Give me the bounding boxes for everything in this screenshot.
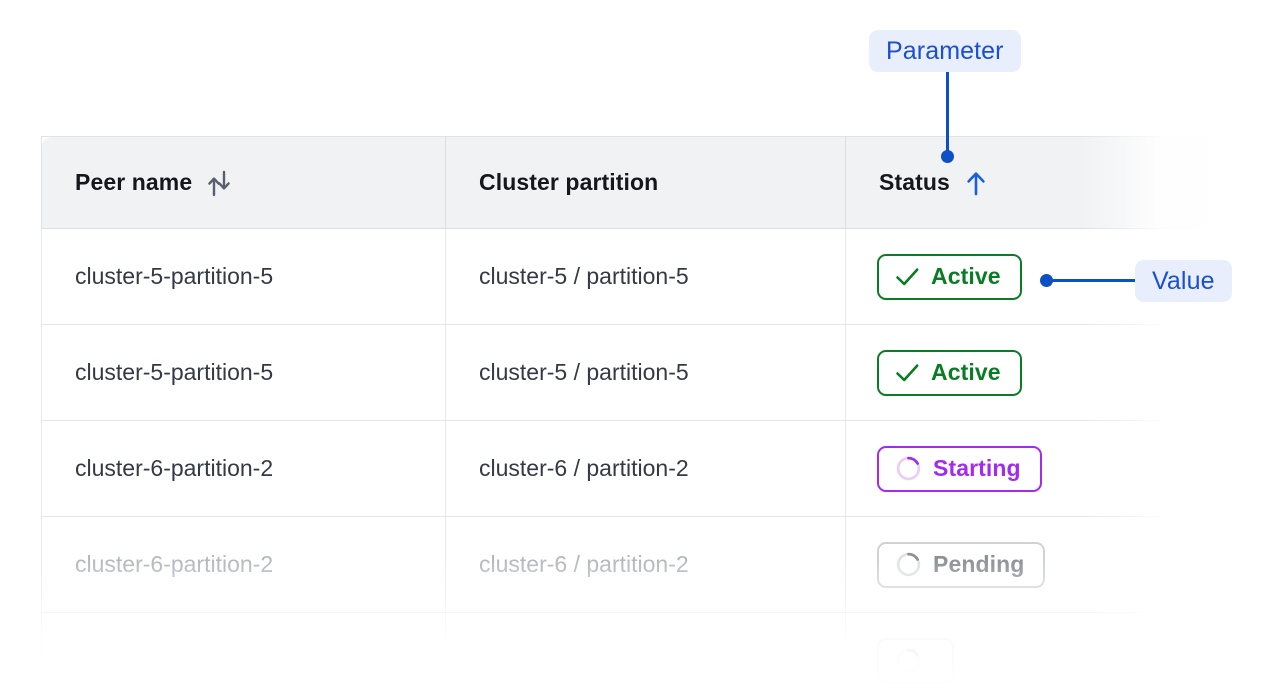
cell-cluster-partition: cluster-5 / partition-5 [445, 324, 846, 421]
table-body: cluster-5-partition-5 cluster-5 / partit… [41, 228, 1231, 688]
cell-status: Active [845, 324, 1231, 421]
table-row[interactable]: cluster-6-partition-2 cluster-6 / partit… [41, 420, 1231, 517]
value-callout: Value [1135, 260, 1232, 302]
column-header-cluster-partition-label: Cluster partition [479, 169, 659, 195]
parameter-connector-dot [941, 150, 954, 163]
sort-both-icon[interactable] [206, 168, 232, 198]
column-header-status[interactable]: Status [845, 136, 1231, 229]
value-connector-dot [1040, 274, 1053, 287]
cell-peer-name [41, 612, 446, 688]
cell-status: Pending [845, 516, 1231, 613]
peers-table-container: Peer name [41, 136, 1231, 688]
peers-table: Peer name [41, 136, 1231, 688]
table-header: Peer name [41, 136, 1231, 229]
column-header-peer-name[interactable]: Peer name [41, 136, 446, 229]
cell-peer-name: cluster-5-partition-5 [41, 228, 446, 325]
cell-peer-name: cluster-5-partition-5 [41, 324, 446, 421]
parameter-connector-line [946, 72, 949, 156]
status-badge-label: Starting [933, 455, 1021, 481]
cell-cluster-partition: cluster-6 / partition-2 [445, 420, 846, 517]
status-badge-label: Active [931, 359, 1001, 385]
cell-cluster-partition: cluster-6 / partition-2 [445, 516, 846, 613]
cell-peer-name: cluster-6-partition-2 [41, 420, 446, 517]
table-row[interactable]: cluster-5-partition-5 cluster-5 / partit… [41, 228, 1231, 325]
spinner-icon [895, 647, 922, 674]
arrow-up-icon[interactable] [964, 169, 988, 197]
parameter-callout: Parameter [869, 30, 1021, 72]
status-badge[interactable]: Pending [877, 541, 1046, 588]
status-badge-label: Pending [933, 551, 1025, 577]
status-badge[interactable] [877, 637, 954, 684]
table-row[interactable]: cluster-6-partition-2 cluster-6 / partit… [41, 516, 1231, 613]
value-connector-line [1050, 279, 1138, 282]
table-header-row: Peer name [41, 136, 1231, 229]
status-badge[interactable]: Starting [877, 445, 1042, 492]
column-header-cluster-partition[interactable]: Cluster partition [445, 136, 846, 229]
table-row[interactable]: cluster-5-partition-5 cluster-5 / partit… [41, 324, 1231, 421]
spinner-icon [895, 455, 922, 482]
check-icon [895, 362, 920, 384]
table-row[interactable] [41, 612, 1231, 688]
cell-peer-name: cluster-6-partition-2 [41, 516, 446, 613]
check-icon [895, 266, 920, 288]
spinner-icon [895, 551, 922, 578]
status-badge-label: Active [931, 263, 1001, 289]
column-header-peer-name-label: Peer name [75, 169, 193, 195]
status-badge[interactable]: Active [877, 349, 1022, 396]
cell-cluster-partition: cluster-5 / partition-5 [445, 228, 846, 325]
cell-status [845, 612, 1231, 688]
column-header-status-label: Status [879, 169, 950, 195]
cell-status: Starting [845, 420, 1231, 517]
status-badge[interactable]: Active [877, 253, 1022, 300]
cell-cluster-partition [445, 612, 846, 688]
